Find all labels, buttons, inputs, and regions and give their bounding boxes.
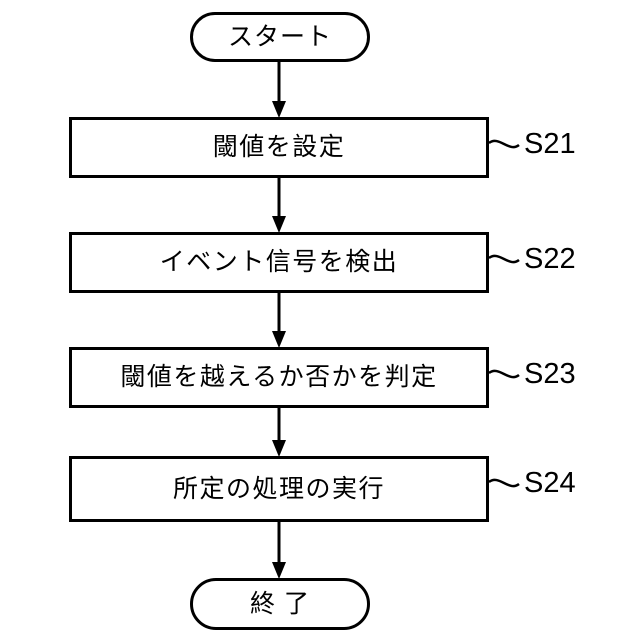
step-tag-s22: S22 (524, 243, 576, 275)
start-terminator-label: スタート (227, 22, 332, 51)
process-box-s21[interactable]: 閾値を設定 (69, 117, 489, 178)
leader-line-s22 (488, 254, 520, 264)
process-box-s24-label: 所定の処理の実行 (172, 474, 385, 503)
end-terminator[interactable]: 終 了 (190, 578, 370, 630)
start-terminator[interactable]: スタート (190, 12, 370, 62)
leader-line-s23 (488, 369, 520, 379)
step-tag-s24: S24 (524, 467, 576, 499)
process-box-s22-label: イベント信号を検出 (159, 248, 399, 276)
arrow-s23-to-s24 (272, 407, 286, 457)
arrow-start-to-s21 (272, 62, 286, 118)
process-box-s21-label: 閾値を設定 (212, 133, 346, 161)
arrow-s24-to-end (272, 522, 286, 579)
leader-line-s24 (488, 478, 520, 488)
end-terminator-label: 終 了 (250, 589, 310, 618)
process-box-s23[interactable]: 閾値を越えるか否かを判定 (69, 347, 489, 408)
step-tag-s21: S21 (524, 128, 576, 160)
leader-line-s21 (488, 139, 520, 149)
step-tag-s23: S23 (524, 358, 576, 390)
process-box-s24[interactable]: 所定の処理の実行 (69, 456, 489, 522)
process-box-s23-label: 閾値を越えるか否かを判定 (120, 363, 438, 391)
arrow-s21-to-s22 (272, 178, 286, 233)
arrow-s22-to-s23 (272, 292, 286, 348)
process-box-s22[interactable]: イベント信号を検出 (69, 232, 489, 293)
